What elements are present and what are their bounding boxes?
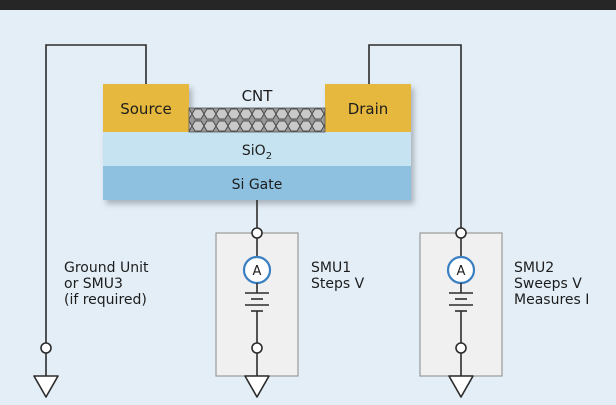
ground-icon-smu1 [244,375,270,398]
si-gate-layer [103,166,411,200]
ground-unit-label: Ground Unit or SMU3 (if required) [64,260,153,308]
smu1-instrument: A [215,232,299,377]
drain-label: Drain [348,100,389,118]
drain-contact [325,84,411,132]
source-label: Source [120,100,172,118]
carbon-nanotube [188,107,326,133]
ground-icon-smu2 [448,375,474,398]
smu1-bottom-terminal [251,342,263,354]
sio2-layer [103,132,411,166]
ground-icon-left [33,375,59,398]
smu2-ammeter-symbol: A [457,264,466,279]
source-wire [45,44,147,343]
smu1-top-terminal [251,227,263,239]
cnt-transistor [103,84,411,200]
smu2-battery-icon [449,292,473,312]
source-contact [103,84,189,132]
top-border [0,0,616,10]
diagram-background [0,10,616,405]
smu1-label: SMU1 Steps V [311,260,365,292]
smu1-ammeter-symbol: A [253,264,262,279]
smu2-bottom-terminal [455,342,467,354]
drain-wire [368,44,462,343]
ground-unit-terminal [40,342,52,354]
sio2-label: SiO2 [242,143,272,162]
smu2-top-terminal [455,227,467,239]
smu2-instrument: A [419,232,503,377]
cnt-label: CNT [242,87,274,105]
smu2-label: SMU2 Sweeps V Measures I [514,260,589,308]
si-gate-label: Si Gate [232,177,283,193]
